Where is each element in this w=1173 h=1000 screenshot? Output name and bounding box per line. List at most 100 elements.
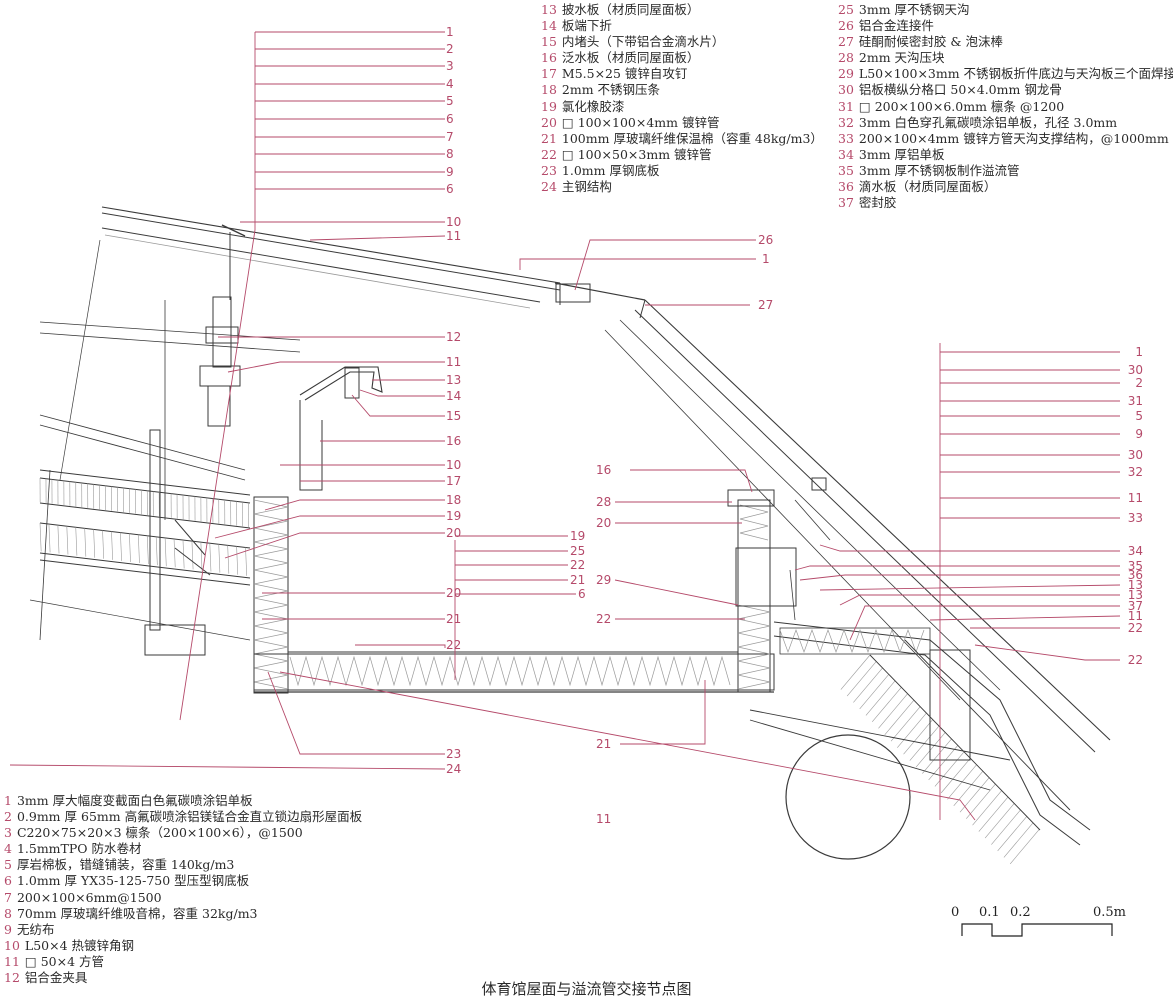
roof-layer-line — [39, 424, 246, 481]
sound-insulation-hatch — [39, 522, 42, 552]
legend-number: 15 — [541, 34, 557, 50]
gutter-bottom-insulation — [289, 655, 731, 687]
callout-label: 2 — [1135, 376, 1143, 390]
callout-label: 12 — [446, 330, 461, 344]
sound-insulation-hatch — [236, 546, 239, 575]
support-hatch — [890, 706, 921, 742]
legend-number: 28 — [838, 50, 854, 66]
callout-label: 22 — [570, 558, 585, 572]
callout-label: 36 — [1128, 568, 1143, 582]
sound-insulation-hatch — [84, 528, 87, 557]
callout-label: 10 — [446, 215, 461, 229]
legend-text: 100mm 厚玻璃纤维保温棉（容重 48kg/m3） — [561, 130, 823, 146]
roof-panel-right — [634, 309, 1096, 753]
edge-line — [59, 239, 101, 481]
callout-leader — [819, 584, 1121, 591]
callout-label: 21 — [596, 737, 611, 751]
legend-item: 11□ 50×4 方管 — [4, 954, 362, 970]
roof-layer-line — [39, 477, 251, 504]
support-frame — [869, 654, 1041, 831]
support-hatch — [953, 771, 984, 806]
callout-label: 4 — [446, 77, 454, 91]
support-hatch — [915, 732, 946, 768]
roof-layer-line — [39, 559, 251, 586]
support-hatch — [978, 796, 1009, 832]
legend-text: 密封胶 — [858, 195, 897, 211]
edge-line — [29, 599, 251, 641]
callout-label: 11 — [1128, 609, 1143, 623]
callout-label: 13 — [1128, 588, 1143, 602]
roof-layer-line — [794, 499, 831, 541]
legend-number: 20 — [541, 114, 557, 130]
callout-label: 9 — [1135, 427, 1143, 441]
callout-leader — [819, 544, 1120, 552]
callout-label: 16 — [446, 434, 461, 448]
support-line — [174, 519, 206, 556]
legend-number: 36 — [838, 179, 854, 195]
support-hatch — [903, 719, 933, 755]
legend-text: 1.5mmTPO 防水卷材 — [16, 841, 142, 857]
callout-leader — [351, 394, 445, 417]
legend-number: 3 — [4, 825, 12, 841]
legend-number: 35 — [838, 162, 854, 178]
support-hatch — [966, 783, 996, 819]
callout-leader — [224, 532, 445, 559]
support-hatch — [1009, 829, 1040, 865]
callout-label: 7 — [446, 130, 454, 144]
roof-layer-line — [604, 329, 961, 701]
aluminium-clamp — [205, 326, 239, 344]
sound-insulation-hatch — [111, 531, 113, 560]
callout-label: 9 — [446, 165, 454, 179]
callout-label: 16 — [596, 463, 611, 477]
support-hatch — [997, 816, 1028, 852]
legend-number: 31 — [838, 98, 854, 114]
callout-label: 22 — [446, 638, 461, 652]
support-hatch — [865, 680, 896, 716]
support-hatch — [922, 738, 952, 774]
main-steel-tube — [785, 734, 911, 860]
legend-number: 34 — [838, 146, 854, 162]
callout-leader — [227, 361, 445, 373]
legend-number: 22 — [541, 146, 557, 162]
legend-text: □ 100×50×3mm 镀锌管 — [561, 146, 712, 162]
legend-text: 3mm 白色穿孔氟碳喷涂铝单板，孔径 3.0mm — [858, 114, 1118, 130]
callout-label: 11 — [596, 812, 611, 826]
angle-bracket — [207, 385, 231, 427]
callout-label: 20 — [446, 586, 461, 600]
callout-label: 21 — [446, 612, 461, 626]
legend-item: 22□ 100×50×3mm 镀锌管 — [541, 147, 823, 163]
legend-number: 13 — [541, 2, 557, 17]
callout-label: 1 — [1135, 345, 1143, 359]
callout-label: 32 — [1128, 465, 1143, 479]
legend-text: 泛水板（材质同屋面板） — [561, 50, 700, 66]
gutter-wall-left — [253, 496, 289, 694]
roof-layer-line — [619, 319, 1001, 691]
sound-insulation-hatch — [245, 547, 248, 576]
roof-layer-line — [101, 227, 541, 303]
legend-number: 33 — [838, 130, 854, 146]
legend-text: 铝板横纵分格口 50×4.0mm 钢龙骨 — [858, 82, 1062, 98]
gutter-cap — [554, 282, 646, 301]
support-hatch — [840, 654, 871, 690]
sound-insulation-hatch — [227, 545, 230, 574]
roof-layer-line — [104, 234, 531, 309]
steel-base-plate — [144, 624, 206, 656]
callout-label: 13 — [1128, 578, 1143, 592]
support-frame — [904, 639, 1071, 811]
callout-label: 30 — [1128, 448, 1143, 462]
legend-text: 2mm 不锈钢压条 — [561, 82, 661, 98]
callout-labels: 1234567896101112111314151610171819202021… — [446, 25, 1143, 826]
